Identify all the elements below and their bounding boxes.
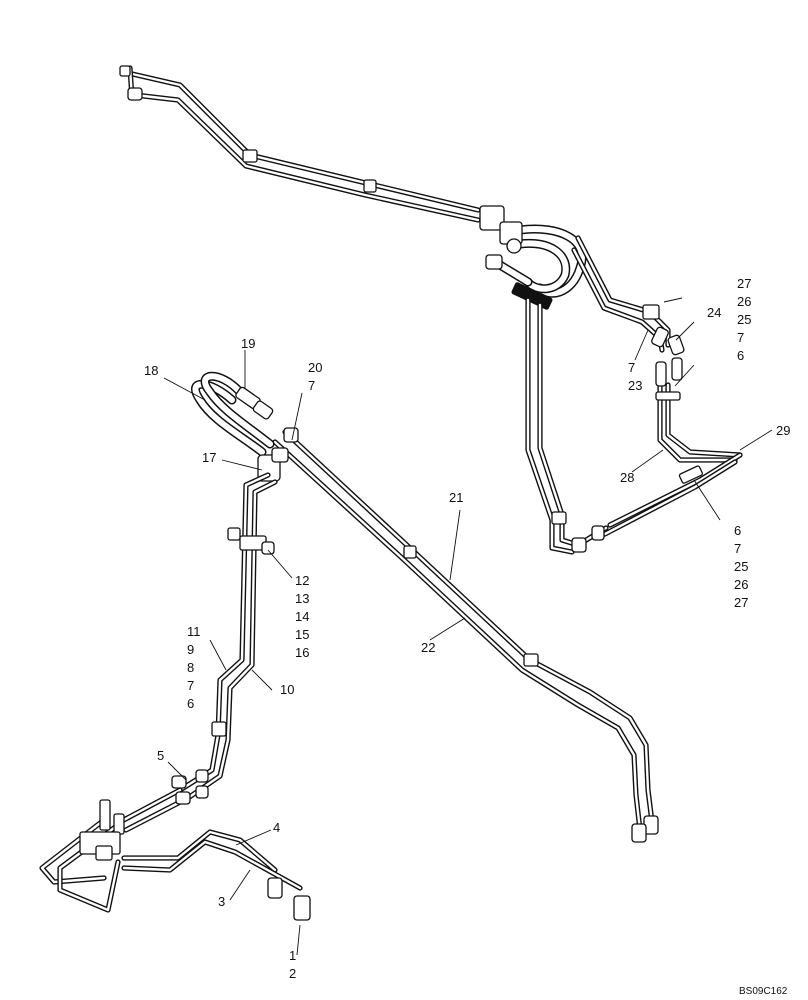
upper-valve-block	[479, 205, 553, 310]
callout-line: 27	[734, 595, 748, 610]
callout-c1: 27 26 25 7 6	[737, 276, 751, 363]
callout-line: 17	[202, 450, 216, 465]
callout-c8: 18	[144, 363, 158, 378]
diagonal-fittings	[283, 427, 659, 843]
callout-line: 1	[289, 948, 296, 963]
callout-line: 16	[295, 645, 309, 660]
callout-line: 22	[421, 640, 435, 655]
callout-line: 23	[628, 378, 642, 393]
leader-lines	[163, 321, 773, 956]
callout-c2: 24	[707, 305, 721, 320]
callout-line: 10	[280, 682, 294, 697]
left-vertical-fittings	[171, 527, 275, 805]
callout-line: 8	[187, 660, 194, 675]
callout-line: 14	[295, 609, 309, 624]
callout-line: 12	[295, 573, 309, 588]
callout-c12: 22	[421, 640, 435, 655]
callout-line: 11	[187, 624, 201, 639]
callout-line: 5	[157, 748, 164, 763]
lower-left-tubes	[39, 817, 303, 913]
callout-line: 21	[449, 490, 463, 505]
callout-line: 6	[187, 696, 194, 711]
callout-c13: 12 13 14 15 16	[295, 573, 309, 660]
callout-line: 4	[273, 820, 280, 835]
callout-line: 7	[734, 541, 741, 556]
callout-line: 7	[737, 330, 744, 345]
lower-left-fittings	[79, 799, 311, 921]
callout-c17: 4	[273, 820, 280, 835]
callout-line: 7	[628, 360, 635, 375]
callout-line: 19	[241, 336, 255, 351]
upper-left-fittings	[119, 65, 377, 193]
callout-line: 26	[734, 577, 748, 592]
upper-left-fitting-block	[235, 386, 289, 482]
callout-line: 20	[308, 360, 322, 375]
callout-line: 15	[295, 627, 309, 642]
callout-line: 6	[734, 523, 741, 538]
callout-c6: 6 7 25 26 27	[734, 523, 748, 610]
callout-c4: 29	[776, 423, 790, 438]
callout-line: 25	[734, 559, 748, 574]
callout-line: 25	[737, 312, 751, 327]
callout-c7: 19	[241, 336, 255, 351]
callout-line: 3	[218, 894, 225, 909]
callout-c5: 28	[620, 470, 634, 485]
callout-line: 6	[737, 348, 744, 363]
drawing-code: BS09C162	[739, 986, 788, 997]
diagonal-tube-assembly	[272, 429, 655, 833]
callout-line: 7	[187, 678, 194, 693]
callout-line: 13	[295, 591, 309, 606]
callout-line: 26	[737, 294, 751, 309]
upper-tube-assembly	[125, 65, 481, 223]
callout-line: 7	[308, 378, 315, 393]
callout-c10: 17	[202, 450, 216, 465]
callout-line: 2	[289, 966, 296, 981]
right-fittings	[642, 297, 703, 484]
left-vertical-tubes	[117, 472, 278, 833]
callout-c11: 21	[449, 490, 463, 505]
callout-line: 9	[187, 642, 194, 657]
center-fittings	[551, 511, 605, 553]
callout-line: 28	[620, 470, 634, 485]
callout-line: 29	[776, 423, 790, 438]
callout-c15: 10	[280, 682, 294, 697]
callout-line: 18	[144, 363, 158, 378]
callout-line: 27	[737, 276, 751, 291]
callout-line: 24	[707, 305, 721, 320]
callout-c16: 5	[157, 748, 164, 763]
upper-left-hoses	[191, 371, 275, 457]
callout-c18: 3	[218, 894, 225, 909]
callout-c14: 11 9 8 7 6	[187, 624, 201, 711]
center-vertical-tubes	[525, 297, 609, 555]
